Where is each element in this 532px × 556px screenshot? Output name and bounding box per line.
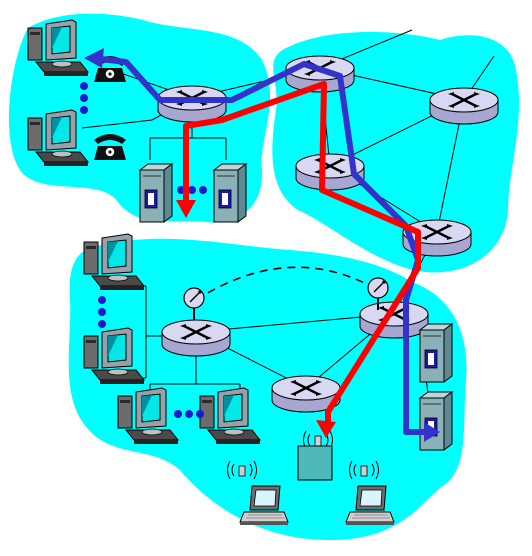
router-home: [156, 84, 228, 124]
path-blue-arrowhead: [84, 48, 104, 68]
server: [213, 163, 247, 223]
path-blue-arrowhead: [424, 422, 440, 442]
telephone-icon: [93, 133, 127, 161]
router-core-right: [428, 86, 500, 126]
path-red-arrowhead: [176, 200, 196, 218]
server: [139, 163, 173, 223]
server: [419, 323, 453, 383]
satellite-link: [195, 266, 379, 301]
wireless-access-point: [297, 445, 333, 481]
path-red: [183, 81, 421, 424]
path-blue: [91, 55, 428, 435]
router-campus-left: [160, 318, 232, 358]
path-red-arrowhead: [316, 420, 336, 438]
